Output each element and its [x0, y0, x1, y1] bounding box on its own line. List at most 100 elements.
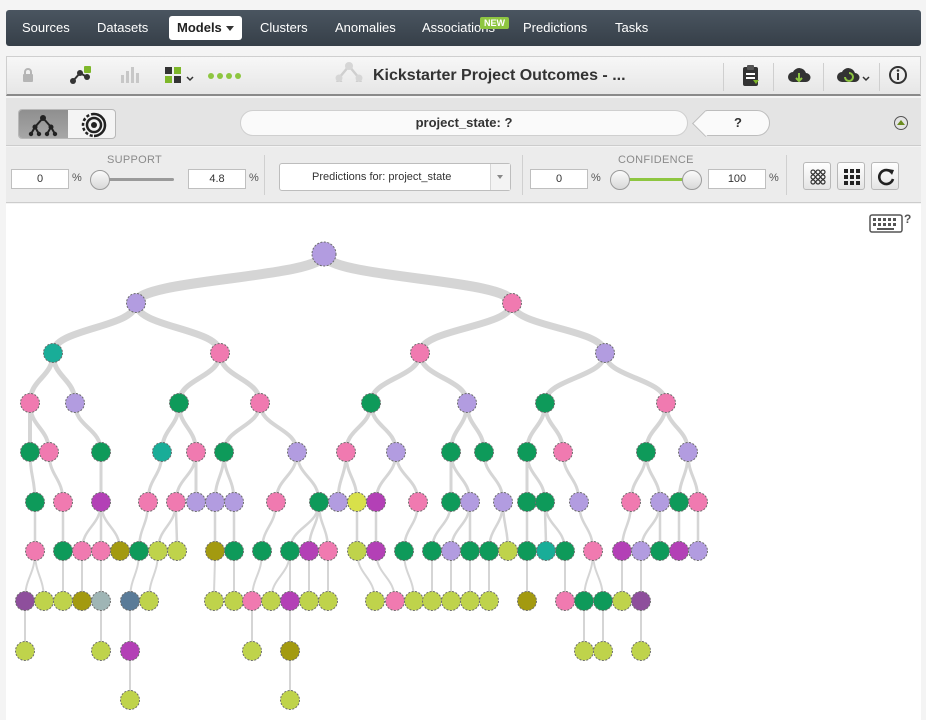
tree-node[interactable]	[612, 541, 632, 561]
tree-node[interactable]	[266, 492, 286, 512]
tree-node[interactable]	[688, 541, 708, 561]
tree-node[interactable]	[167, 541, 187, 561]
tree-node[interactable]	[186, 492, 206, 512]
prediction-field[interactable]: project_state: ?	[240, 110, 688, 136]
tree-node[interactable]	[593, 591, 613, 611]
tree-node[interactable]	[347, 541, 367, 561]
tree-node[interactable]	[299, 541, 319, 561]
decision-tree[interactable]	[6, 204, 921, 720]
tree-node[interactable]	[517, 591, 537, 611]
tree-node[interactable]	[242, 591, 262, 611]
tree-node[interactable]	[186, 442, 206, 462]
tree-node[interactable]	[129, 541, 149, 561]
tree-node[interactable]	[205, 541, 225, 561]
nav-sources[interactable]: Sources	[22, 20, 70, 35]
tree-node[interactable]	[43, 343, 63, 363]
tree-node[interactable]	[366, 541, 386, 561]
lock-icon[interactable]	[21, 67, 35, 89]
tree-node[interactable]	[536, 541, 556, 561]
tree-node[interactable]	[365, 591, 385, 611]
tree-node[interactable]	[169, 393, 189, 413]
tree-node[interactable]	[688, 492, 708, 512]
tree-node[interactable]	[386, 442, 406, 462]
tree-node[interactable]	[91, 442, 111, 462]
tree-node[interactable]	[214, 442, 234, 462]
tree-node[interactable]	[631, 541, 651, 561]
nav-predictions[interactable]: Predictions	[523, 20, 588, 35]
tree-node[interactable]	[91, 641, 111, 661]
tree-node[interactable]	[441, 442, 461, 462]
tree-node[interactable]	[318, 591, 338, 611]
clipboard-icon[interactable]	[740, 64, 762, 86]
tree-node[interactable]	[457, 393, 477, 413]
network-icon[interactable]	[67, 64, 93, 86]
tree-node[interactable]	[669, 492, 689, 512]
nav-tasks[interactable]: Tasks	[615, 20, 649, 35]
tree-node[interactable]	[152, 442, 172, 462]
tree-node[interactable]	[126, 293, 146, 313]
tree-node[interactable]	[493, 492, 513, 512]
tree-node[interactable]	[361, 393, 381, 413]
support-min-input[interactable]: 0	[11, 169, 69, 189]
tree-node[interactable]	[224, 591, 244, 611]
tree-node[interactable]	[621, 492, 641, 512]
collapse-up-icon[interactable]	[894, 116, 908, 130]
tree-node[interactable]	[205, 492, 225, 512]
confidence-slider-track[interactable]	[618, 178, 694, 181]
tree-node[interactable]	[441, 492, 461, 512]
cloud-download-icon[interactable]	[786, 64, 812, 86]
confidence-max-handle[interactable]	[682, 170, 702, 190]
tree-node[interactable]	[553, 442, 573, 462]
tree-node[interactable]	[631, 591, 651, 611]
tree-node[interactable]	[650, 541, 670, 561]
confidence-min-input[interactable]: 0	[530, 169, 588, 189]
tree-node[interactable]	[535, 492, 555, 512]
confidence-max-input[interactable]: 100	[708, 169, 766, 189]
tree-node[interactable]	[120, 591, 140, 611]
tree-node[interactable]	[15, 591, 35, 611]
tree-node[interactable]	[250, 393, 270, 413]
tree-node[interactable]	[460, 492, 480, 512]
tree-node[interactable]	[318, 541, 338, 561]
bar-chart-icon[interactable]	[119, 65, 141, 87]
sunburst-icon[interactable]	[163, 64, 197, 86]
tree-node[interactable]	[72, 541, 92, 561]
support-slider-handle[interactable]	[90, 170, 110, 190]
tree-node[interactable]	[20, 442, 40, 462]
tree-node[interactable]	[574, 641, 594, 661]
support-max-input[interactable]: 4.8	[188, 169, 246, 189]
tree-node[interactable]	[502, 293, 522, 313]
tree-node[interactable]	[53, 591, 73, 611]
tree-node[interactable]	[252, 541, 272, 561]
tree-node[interactable]	[593, 641, 613, 661]
tree-node[interactable]	[460, 591, 480, 611]
tree-node[interactable]	[91, 591, 111, 611]
tree-node[interactable]	[287, 442, 307, 462]
tree-node[interactable]	[441, 591, 461, 611]
tree-node[interactable]	[91, 541, 111, 561]
tree-node[interactable]	[25, 541, 45, 561]
tree-node[interactable]	[678, 442, 698, 462]
nav-models[interactable]: Models	[169, 16, 242, 40]
tree-node[interactable]	[91, 492, 111, 512]
tree-node[interactable]	[517, 492, 537, 512]
tree-node[interactable]	[569, 492, 589, 512]
tree-node[interactable]	[280, 641, 300, 661]
tree-node[interactable]	[242, 641, 262, 661]
tree-node[interactable]	[631, 641, 651, 661]
nav-datasets[interactable]: Datasets	[97, 20, 149, 35]
tree-node[interactable]	[650, 492, 670, 512]
refresh-cloud-icon[interactable]	[837, 64, 871, 86]
tree-node[interactable]	[669, 541, 689, 561]
tree-node[interactable]	[53, 492, 73, 512]
tree-node[interactable]	[53, 541, 73, 561]
tree-node[interactable]	[309, 492, 329, 512]
tree-node[interactable]	[166, 492, 186, 512]
tree-node[interactable]	[280, 541, 300, 561]
tree-node[interactable]	[555, 541, 575, 561]
tree-node[interactable]	[336, 442, 356, 462]
tree-node[interactable]	[34, 591, 54, 611]
tree-node[interactable]	[583, 541, 603, 561]
tree-node[interactable]	[20, 393, 40, 413]
tree-node[interactable]	[280, 690, 300, 710]
